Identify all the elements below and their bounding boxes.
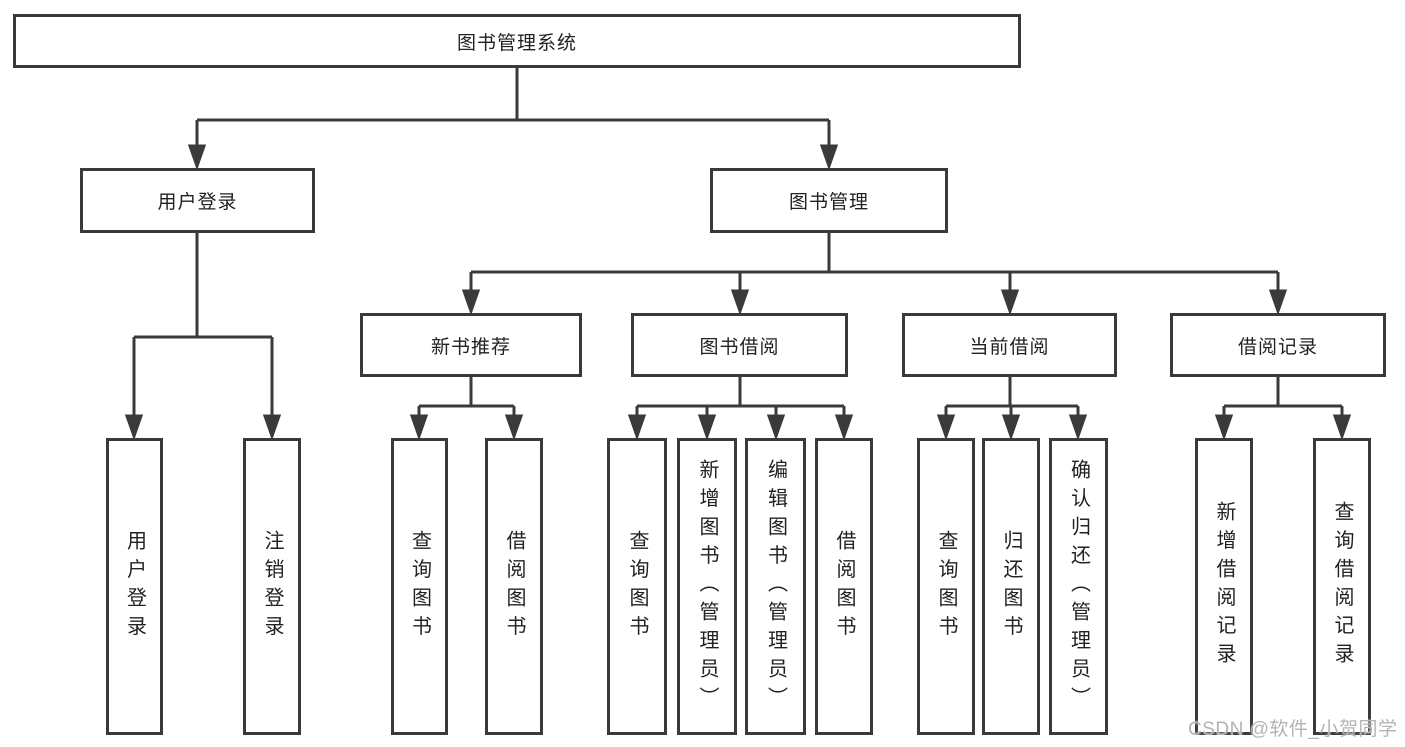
leaf-label: 新增借阅记录 <box>1213 501 1235 672</box>
connector-new-book-branch <box>409 377 524 441</box>
arrowhead-icon <box>834 414 854 441</box>
connector-current-branch <box>936 377 1088 441</box>
node-borrow-record: 借阅记录 <box>1170 313 1386 377</box>
node-book-borrow: 图书借阅 <box>631 313 848 377</box>
node-user-login-label: 用户登录 <box>157 192 238 213</box>
connector-borrow-branch <box>627 377 854 441</box>
connector-user-login-branch <box>124 233 282 441</box>
arrowhead-icon <box>461 289 481 316</box>
arrowhead-icon <box>1001 414 1021 441</box>
arrowhead-icon <box>1214 414 1234 441</box>
leaf-borrow-book-2: 借阅图书 <box>815 438 873 735</box>
arrowhead-icon <box>766 414 786 441</box>
arrowhead-icon <box>819 144 839 171</box>
arrowhead-icon <box>1000 289 1020 316</box>
node-root: 图书管理系统 <box>13 14 1021 68</box>
arrowhead-icon <box>1332 414 1352 441</box>
node-root-label: 图书管理系统 <box>456 32 577 54</box>
node-book-management-label: 图书管理 <box>788 192 869 213</box>
leaf-label: 新增图书（管理员） <box>696 458 718 715</box>
arrowhead-icon <box>936 414 956 441</box>
csdn-watermark: CSDN @软件_小贺同学 <box>1188 719 1398 740</box>
leaf-label: 查询图书 <box>408 529 431 644</box>
arrowhead-icon <box>697 414 717 441</box>
leaf-add-book-admin: 新增图书（管理员） <box>677 438 737 735</box>
node-book-management: 图书管理 <box>710 168 948 233</box>
leaf-label: 注销登录 <box>261 529 283 644</box>
node-current-borrow: 当前借阅 <box>902 313 1117 377</box>
leaf-label: 查询图书 <box>626 529 648 644</box>
arrowhead-icon <box>504 414 524 441</box>
leaf-query-book-2: 查询图书 <box>607 438 667 735</box>
leaf-label: 确认归还（管理员） <box>1067 458 1090 715</box>
arrowhead-icon <box>187 144 207 171</box>
connector-record-branch <box>1214 377 1352 441</box>
leaf-query-book-3: 查询图书 <box>917 438 975 735</box>
leaf-edit-book-admin: 编辑图书（管理员） <box>745 438 806 735</box>
node-new-book-recommend: 新书推荐 <box>360 313 582 377</box>
node-borrow-record-label: 借阅记录 <box>1237 336 1318 358</box>
leaf-add-borrow-record: 新增借阅记录 <box>1195 438 1253 735</box>
node-current-borrow-label: 当前借阅 <box>969 336 1050 358</box>
node-new-book-recommend-label: 新书推荐 <box>430 336 511 358</box>
connector-book-mgmt-branch <box>461 233 1288 316</box>
leaf-logout: 注销登录 <box>243 438 301 735</box>
leaf-borrow-book-1: 借阅图书 <box>485 438 543 735</box>
leaf-label: 借阅图书 <box>503 529 525 644</box>
arrowhead-icon <box>124 414 144 441</box>
leaf-label: 借阅图书 <box>833 529 855 644</box>
connector-root-to-level1 <box>187 68 839 171</box>
arrowhead-icon <box>1068 414 1088 441</box>
leaf-label: 用户登录 <box>123 529 146 644</box>
leaf-label: 查询借阅记录 <box>1331 501 1353 672</box>
leaf-query-borrow-record: 查询借阅记录 <box>1313 438 1371 735</box>
leaf-label: 编辑图书（管理员） <box>764 458 787 715</box>
leaf-label: 查询图书 <box>935 529 957 644</box>
leaf-confirm-return-admin: 确认归还（管理员） <box>1049 438 1108 735</box>
leaf-query-book-1: 查询图书 <box>391 438 448 735</box>
node-book-borrow-label: 图书借阅 <box>699 336 780 358</box>
arrowhead-icon <box>262 414 282 441</box>
arrowhead-icon <box>409 414 429 441</box>
arrowhead-icon <box>627 414 647 441</box>
leaf-user-login: 用户登录 <box>106 438 163 735</box>
arrowhead-icon <box>730 289 750 316</box>
leaf-return-book: 归还图书 <box>982 438 1040 735</box>
arrowhead-icon <box>1268 289 1288 316</box>
leaf-label: 归还图书 <box>1000 529 1022 644</box>
node-user-login: 用户登录 <box>80 168 315 233</box>
